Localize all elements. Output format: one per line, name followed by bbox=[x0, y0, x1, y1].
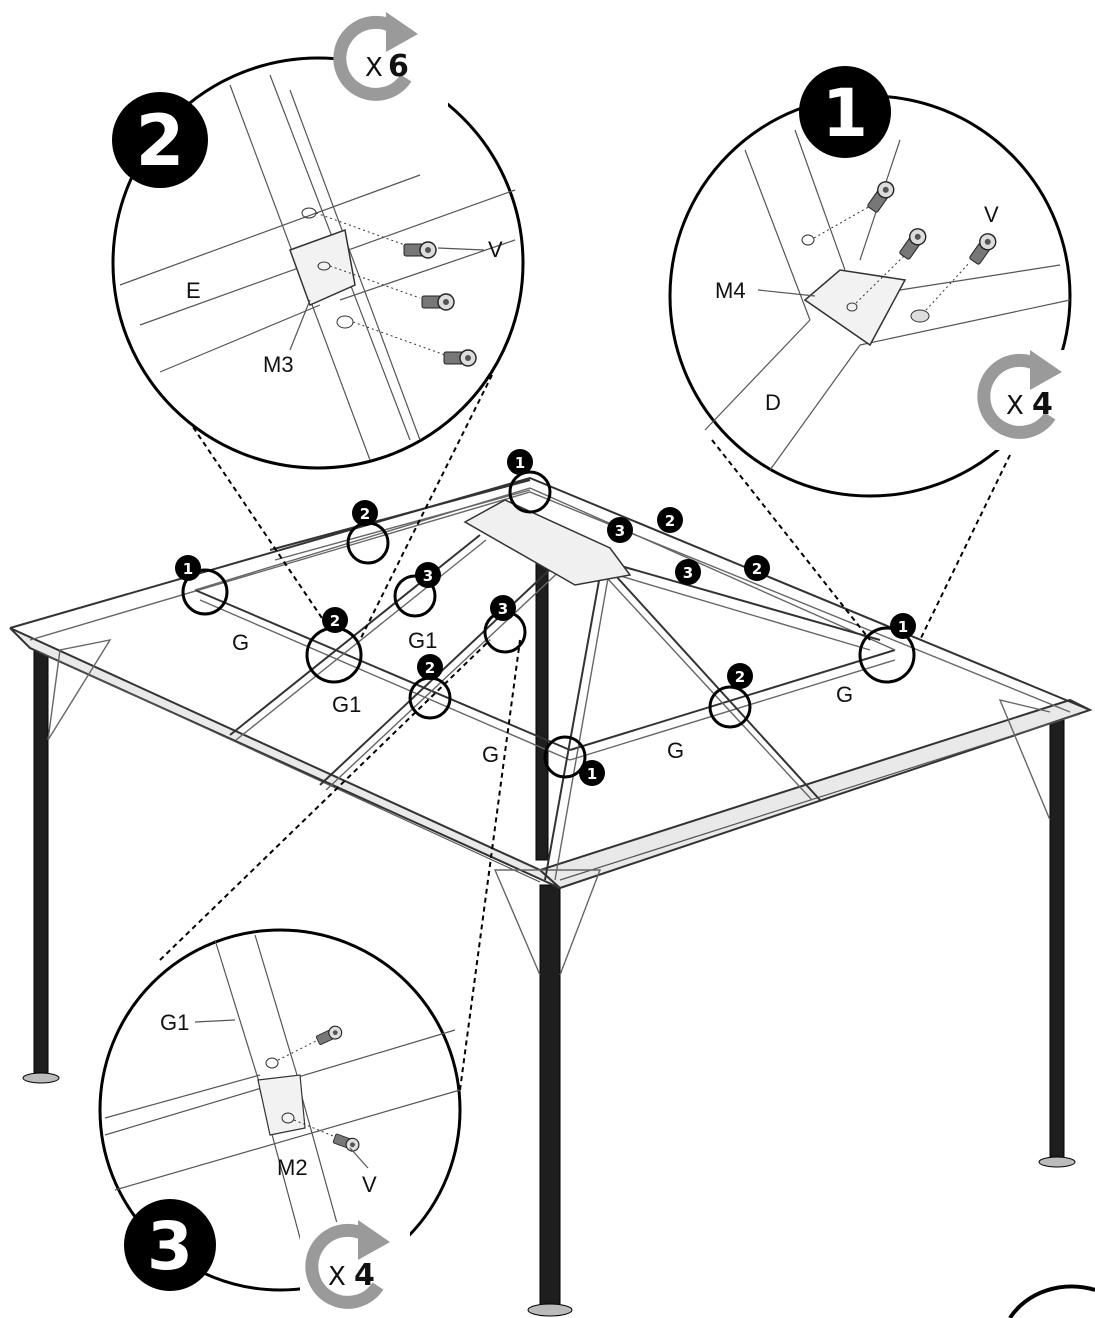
detail-2-label-e: E bbox=[186, 278, 201, 303]
badge-5: 3 bbox=[675, 559, 701, 585]
detail-3-label-v: V bbox=[362, 1172, 377, 1197]
detail-1: V M4 D bbox=[668, 94, 1072, 498]
frame-label-g-mid: G bbox=[667, 738, 684, 763]
step-2-rotation: X 6 bbox=[338, 12, 448, 112]
svg-text:3: 3 bbox=[615, 522, 625, 540]
badge-10: 1 bbox=[175, 555, 201, 581]
svg-text:1: 1 bbox=[898, 618, 908, 636]
badge-8: 3 bbox=[490, 595, 516, 621]
detail-3-label-m2: M2 bbox=[277, 1155, 308, 1180]
step-1-rotation: X 4 bbox=[980, 350, 1085, 450]
svg-text:3: 3 bbox=[423, 567, 433, 585]
badge-4: 2 bbox=[657, 507, 683, 533]
badge-14: 1 bbox=[890, 613, 916, 639]
svg-text:1: 1 bbox=[822, 75, 868, 152]
step-2-badge: 2 bbox=[112, 92, 208, 188]
post-front bbox=[539, 884, 561, 1311]
svg-text:X: X bbox=[1006, 391, 1024, 421]
svg-text:X: X bbox=[328, 1262, 346, 1292]
badge-12: 2 bbox=[727, 663, 753, 689]
badge-7: 2 bbox=[322, 607, 348, 633]
detail-2-label-v: V bbox=[488, 237, 503, 262]
detail-1-label-d: D bbox=[765, 390, 781, 415]
frame-label-g1-center: G1 bbox=[408, 628, 437, 653]
badge-3: 3 bbox=[607, 517, 633, 543]
frame-label-g-right: G bbox=[836, 682, 853, 707]
post-right bbox=[1049, 719, 1065, 1161]
svg-text:2: 2 bbox=[752, 560, 762, 578]
badge-9: 2 bbox=[744, 555, 770, 581]
detail-3-label-g1: G1 bbox=[160, 1010, 189, 1035]
svg-text:4: 4 bbox=[1032, 387, 1053, 422]
svg-text:3: 3 bbox=[683, 564, 693, 582]
svg-text:4: 4 bbox=[354, 1258, 375, 1293]
svg-text:2: 2 bbox=[360, 505, 370, 523]
post-front-left bbox=[33, 644, 49, 1076]
svg-text:3: 3 bbox=[147, 1208, 193, 1285]
step-1-badge: 1 bbox=[799, 66, 891, 158]
svg-text:1: 1 bbox=[515, 454, 525, 472]
step-3-badge: 3 bbox=[124, 1199, 216, 1291]
svg-text:6: 6 bbox=[388, 49, 409, 84]
frame-label-g-left: G bbox=[232, 630, 249, 655]
svg-text:X: X bbox=[365, 53, 383, 83]
svg-text:1: 1 bbox=[587, 765, 597, 783]
badge-13: 1 bbox=[579, 760, 605, 786]
step-3-rotation: X 4 bbox=[300, 1220, 410, 1314]
detail-1-label-m4: M4 bbox=[715, 278, 746, 303]
svg-text:2: 2 bbox=[136, 100, 185, 182]
badge-6: 3 bbox=[415, 562, 441, 588]
detail-1-label-v: V bbox=[984, 202, 999, 227]
svg-text:2: 2 bbox=[735, 668, 745, 686]
next-step-circle-edge bbox=[1008, 1284, 1095, 1318]
detail-3: G1 M2 V bbox=[98, 928, 462, 1292]
svg-text:2: 2 bbox=[330, 612, 340, 630]
svg-text:1: 1 bbox=[183, 560, 193, 578]
post-back bbox=[535, 559, 549, 861]
svg-text:2: 2 bbox=[425, 659, 435, 677]
svg-text:3: 3 bbox=[498, 600, 508, 618]
detail-2: V E M3 bbox=[111, 56, 525, 470]
svg-text:2: 2 bbox=[665, 512, 675, 530]
leader-lines bbox=[159, 374, 1011, 1091]
badge-1: 1 bbox=[507, 449, 533, 475]
badge-2: 2 bbox=[352, 500, 378, 526]
frame-label-g-front: G bbox=[482, 742, 499, 767]
frame-label-g1-left: G1 bbox=[332, 692, 361, 717]
badge-11: 2 bbox=[417, 654, 443, 680]
detail-2-label-m3: M3 bbox=[263, 352, 294, 377]
